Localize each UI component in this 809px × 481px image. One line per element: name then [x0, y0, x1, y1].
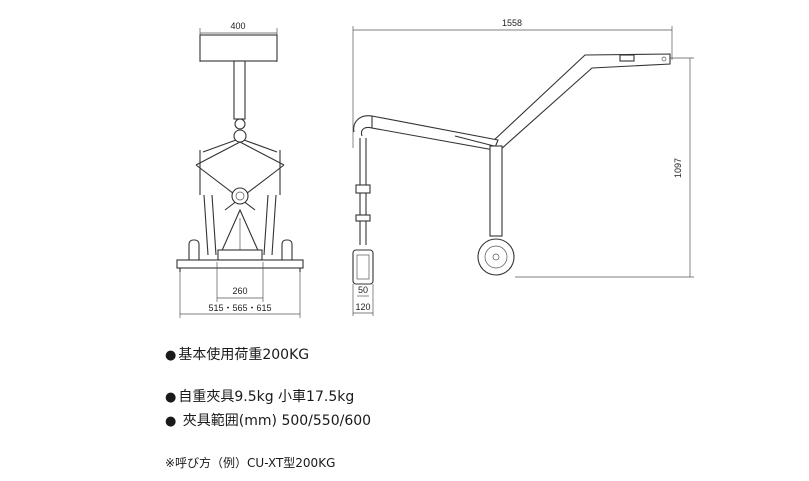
- upper-arm: [491, 53, 671, 151]
- bullet: ●: [165, 390, 177, 405]
- dim-1097: 1097: [673, 158, 683, 178]
- hook-ring: [234, 118, 246, 130]
- side-wheel: [477, 238, 515, 276]
- vertical-post: [489, 145, 503, 237]
- clamp-rod: [355, 184, 371, 194]
- technical-drawing: 400: [176, 18, 694, 318]
- pivot-center: [231, 187, 249, 205]
- spec-text: 夾具範囲(mm) 500/550/600: [178, 413, 372, 429]
- front-view: 400: [176, 21, 304, 318]
- spec-text: 基本使用荷重200KG: [178, 347, 310, 363]
- base-bar: [176, 259, 304, 269]
- spec-weight: ●自重夾具9.5kg 小車17.5kg: [165, 389, 354, 406]
- spec-text: 自重夾具9.5kg 小車17.5kg: [178, 389, 355, 405]
- hanging-clamp: [352, 249, 374, 285]
- spec-load: ●基本使用荷重200KG: [165, 347, 309, 364]
- dim-1558: 1558: [502, 18, 522, 28]
- naming-note: ※呼び方（例）CU-XT型200KG: [165, 456, 336, 470]
- spec-range: ● 夾具範囲(mm) 500/550/600: [165, 413, 371, 430]
- dim-120: 120: [355, 302, 370, 312]
- bullet: ●: [165, 348, 177, 363]
- side-view: 1558 1097 50 120: [352, 18, 694, 316]
- dim-400: 400: [230, 21, 245, 31]
- lift-hook: [353, 115, 373, 137]
- t-handle-bar: [199, 34, 278, 62]
- dim-260: 260: [232, 286, 247, 296]
- boom-arm: [371, 115, 499, 151]
- dim-515-565-615: 515・565・615: [208, 303, 271, 313]
- dim-50: 50: [358, 285, 368, 295]
- bullet: ●: [165, 414, 177, 429]
- handle-shaft: [233, 60, 246, 120]
